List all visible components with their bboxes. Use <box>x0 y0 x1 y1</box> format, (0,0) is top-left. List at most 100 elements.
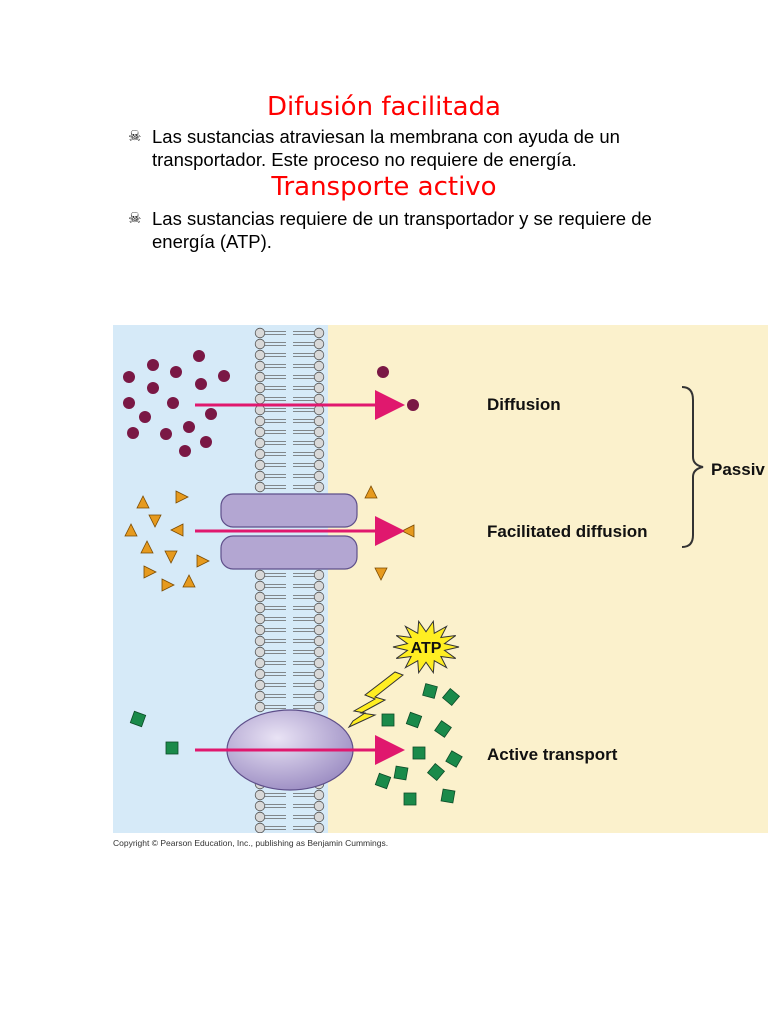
particles: ATP <box>123 350 463 806</box>
solute-triangle <box>143 565 157 579</box>
membrane-transport-figure: ATP Diffusion Facilitated diffusion Acti… <box>113 325 768 833</box>
lipid-tail <box>293 584 314 588</box>
lipid-tail <box>265 661 286 665</box>
lipid-head <box>313 415 325 427</box>
lipid-tail <box>265 441 286 445</box>
lipid-tail <box>293 364 314 368</box>
lipid-head <box>254 338 266 350</box>
lipid-head <box>254 789 266 801</box>
lipid-tail <box>265 463 286 467</box>
lipid-head <box>313 800 325 812</box>
skull-crossbones-icon: ☠ <box>128 209 142 227</box>
lipid-tail <box>293 474 314 478</box>
lipid-head <box>254 690 266 702</box>
lipid-tail <box>293 430 314 434</box>
lipid-tail <box>293 639 314 643</box>
lipid-tail <box>265 705 286 709</box>
lipid-head <box>254 371 266 383</box>
lipid-tail <box>265 672 286 676</box>
lipid-head <box>254 624 266 636</box>
lipid-head <box>254 800 266 812</box>
lipid-tail <box>293 331 314 335</box>
solute-square <box>405 711 423 729</box>
lipid-tail <box>265 364 286 368</box>
lipid-tail <box>293 815 314 819</box>
lipid-tail <box>293 628 314 632</box>
lipid-head <box>254 327 266 339</box>
solute-triangle <box>170 523 184 537</box>
lipid-head <box>313 459 325 471</box>
lipid-tail <box>265 375 286 379</box>
solute-dot <box>139 411 151 423</box>
atp-label: ATP <box>411 640 442 657</box>
lipid-tail <box>265 793 286 797</box>
lipid-tail <box>293 705 314 709</box>
lipid-head <box>313 448 325 460</box>
lipid-head <box>313 635 325 647</box>
lipid-head <box>313 646 325 658</box>
lipid-tail <box>293 353 314 357</box>
lipid-tail <box>265 353 286 357</box>
lipid-tail <box>293 595 314 599</box>
copyright-text: Copyright © Pearson Education, Inc., pub… <box>113 838 389 848</box>
lipid-head <box>254 591 266 603</box>
lipid-head <box>313 613 325 625</box>
solute-square <box>434 720 452 738</box>
lipid-tail <box>265 606 286 610</box>
solute-square <box>445 750 463 768</box>
lipid-tail <box>293 397 314 401</box>
lipid-head <box>313 657 325 669</box>
lipid-head <box>313 437 325 449</box>
lipid-tail <box>265 419 286 423</box>
solute-dot <box>170 366 182 378</box>
lipid-head <box>254 580 266 592</box>
lipid-head <box>313 701 325 713</box>
lipid-tail <box>293 573 314 577</box>
lipid-head <box>254 415 266 427</box>
lipid-head <box>313 822 325 833</box>
solute-triangle <box>374 567 388 581</box>
solute-triangle <box>124 523 138 537</box>
solute-triangle <box>401 524 415 538</box>
lipid-tail <box>265 397 286 401</box>
lipid-head <box>254 701 266 713</box>
lipid-tail <box>265 639 286 643</box>
lipid-tail <box>293 386 314 390</box>
lipid-head <box>313 470 325 482</box>
solute-triangle <box>136 495 150 509</box>
bullet-active-transport: ☠ Las sustancias requiere de un transpor… <box>128 207 688 253</box>
lipid-head <box>254 679 266 691</box>
channel-protein-top <box>220 493 358 528</box>
lipid-tail <box>265 584 286 588</box>
solute-dot <box>218 370 230 382</box>
solute-dot <box>183 421 195 433</box>
lipid-tail <box>265 342 286 346</box>
lipid-head <box>254 382 266 394</box>
solute-square <box>393 765 409 781</box>
heading-facilitated-diffusion: Difusión facilitada <box>267 92 501 122</box>
lipid-tail <box>265 617 286 621</box>
lipid-head <box>254 448 266 460</box>
solute-triangle <box>175 490 189 504</box>
label-active-transport: Active transport <box>487 745 618 764</box>
lipid-head <box>254 668 266 680</box>
lipid-head <box>313 580 325 592</box>
lipid-tail <box>293 826 314 830</box>
lipid-head <box>313 371 325 383</box>
lipid-tail <box>293 683 314 687</box>
skull-crossbones-icon: ☠ <box>128 127 142 145</box>
solute-square <box>403 792 417 806</box>
lipid-tail <box>293 617 314 621</box>
lipid-tail <box>265 815 286 819</box>
lipid-head <box>254 822 266 833</box>
solute-dot <box>200 436 212 448</box>
lipid-tail <box>265 485 286 489</box>
lipid-tail <box>265 804 286 808</box>
lipid-tail <box>265 573 286 577</box>
passive-brace <box>681 386 704 548</box>
lipid-head <box>313 382 325 394</box>
lipid-head <box>313 360 325 372</box>
solute-square <box>412 746 426 760</box>
lipid-head <box>254 646 266 658</box>
solute-triangle <box>148 514 162 528</box>
